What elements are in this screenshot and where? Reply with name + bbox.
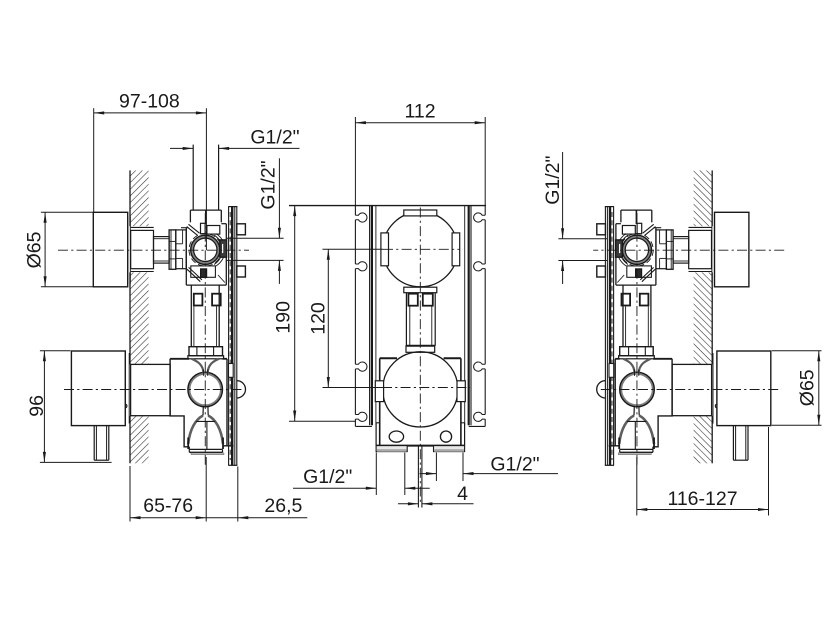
svg-text:26,5: 26,5 xyxy=(264,495,302,517)
svg-text:97-108: 97-108 xyxy=(119,91,180,113)
svg-text:G1/2": G1/2" xyxy=(257,160,279,209)
svg-text:120: 120 xyxy=(308,302,330,335)
svg-text:116-127: 116-127 xyxy=(667,488,737,510)
svg-text:G1/2": G1/2" xyxy=(250,127,299,149)
svg-text:65-76: 65-76 xyxy=(143,495,193,517)
svg-text:96: 96 xyxy=(26,395,48,417)
svg-text:Ø65: Ø65 xyxy=(23,231,45,268)
svg-text:4: 4 xyxy=(457,483,468,505)
svg-text:112: 112 xyxy=(404,101,435,123)
svg-text:190: 190 xyxy=(273,301,295,334)
svg-text:G1/2": G1/2" xyxy=(490,454,539,476)
svg-text:Ø65: Ø65 xyxy=(797,369,819,406)
svg-text:G1/2": G1/2" xyxy=(303,466,352,488)
svg-text:G1/2": G1/2" xyxy=(542,156,564,205)
